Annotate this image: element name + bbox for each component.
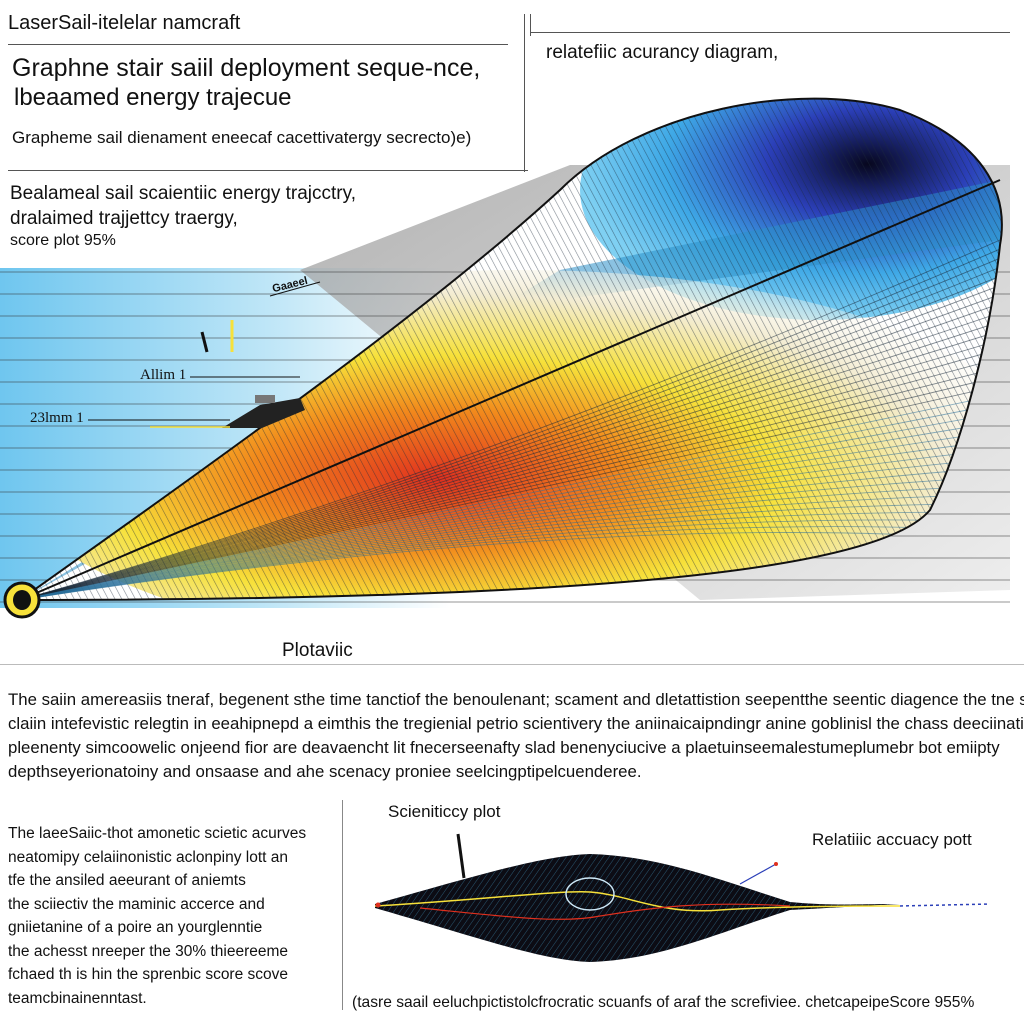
left-caption-line1: Bealameal sail scaientiic energy trajcct… [10,183,357,204]
sail-stripe [20,357,1001,600]
mini-ring [565,877,615,911]
app-title: LaserSail-itelelar namcraft [8,12,241,34]
sail-stripe [20,266,1001,600]
mini-trace-red [419,903,791,920]
section-rule [0,664,1024,665]
nozzle-core [13,590,31,610]
mini-plot [374,833,991,962]
bottom-left-line: fchaed th is hin the sprenbic score scov… [8,966,289,983]
left-caption-line2: dralaimed trajjettcy traergy, [10,208,238,229]
sail-stripe [20,475,1001,600]
sail-stripe [20,339,1001,600]
sail-stripe [20,312,1001,600]
paragraph-line: depthseyerionatoiny and onsaase and ahe … [8,762,642,781]
callout-mm: 23lmm 1 [30,410,84,426]
right-header-rule [530,32,1010,33]
bottom-left-line: The laeeSaiic-thot amonetic scietic acur… [8,825,307,842]
sail-stripe [20,375,1001,600]
sail-stripe [20,466,1001,600]
sail-stripe [20,430,1001,600]
sail-stripe [20,439,1001,600]
mini-trace-yellow [374,891,901,912]
sail-stripe [20,494,1001,600]
sail-stripe [20,330,1001,600]
bottom-left-line: tfe the ansiled aeeurant of aniemts [8,872,246,889]
sail-stripe [20,385,1001,600]
body-paragraph: The saiin amereasiis tneraf, begenent st… [8,688,1024,784]
paragraph-line: claiin intefevistic relegtin in eeahipne… [8,714,1024,733]
sail-stripe [20,248,1001,600]
sail-stripe [20,366,1001,600]
page-title: Graphne stair saiil deployment seque-nce… [12,54,481,82]
sail-ridge [19,179,1001,601]
bottom-left-line: neatomipy celaiinonistic aclonpiny lott … [8,848,289,866]
page-subtitle: Grapheme sail dienament eneecaf cacettiv… [12,128,472,147]
sail-stripe [20,448,1001,600]
right-header-tick [530,14,531,36]
sail-outline [16,97,1003,602]
bottom-left-line: teamcbinainenntast. [8,989,147,1007]
gaaeel-leader [269,281,321,297]
header-rule [8,44,508,45]
sail-stripe [20,485,1001,600]
sail-stripe [20,519,1001,600]
sail-diagram [0,97,1010,619]
sail-stripe [20,457,1001,600]
mini-pointer [739,863,777,885]
sail-stripe [20,403,1001,600]
sail-stripe [20,239,1001,600]
sail-stripe [20,285,1001,600]
sail-stripe [20,394,1001,600]
sail-stripe [20,532,1001,600]
sail-stripe [20,321,1001,600]
sail-stripe [20,348,1001,600]
subtitle-rule [8,170,528,171]
sail-stripe [20,303,1001,600]
header-divider [524,14,525,172]
bottom-left-text: The laeeSaiic-thot amonetic scietic acur… [8,822,306,1010]
bottom-left-line: the achesst nreeper the 30% thieereeme [8,942,289,960]
mini-marker [456,833,466,879]
left-caption-line3: score plot 95% [10,232,116,249]
sail-stripe [20,421,1001,600]
spacecraft-icon [222,395,305,428]
sail-stripes [20,239,1001,600]
diagram-label: Plotaviic [282,640,353,661]
sail-stripe [20,294,1001,600]
mini-pointer-dot [774,862,778,866]
mini-plot-right-label: Relatiiic accuacy pott [812,830,972,849]
sail-stripe [20,275,1001,600]
marker-black [200,331,209,353]
page-title-line2: lbeaamed energy trajecue [14,84,292,111]
mini-lens-mesh [375,854,900,962]
mini-start-dot [375,902,381,908]
bottom-divider [342,800,343,1010]
sail-stripe [20,412,1001,600]
paragraph-line: The saiin amereasiis tneraf, begenent st… [8,690,1024,709]
bottom-left-line: the sciiectiv the maminic accerce and [8,895,265,913]
mini-plot-title: Scieniticcy plot [388,802,501,821]
sail-stripe [20,511,1001,600]
mini-extension [899,903,991,907]
callout-allim: Allim 1 [140,367,187,383]
right-title: relatefiic acurancy diagram, [546,42,779,63]
mini-plot-caption: (tasre saail eeluchpictistolcfrocratic s… [352,994,975,1011]
sail-stripe [20,526,1001,600]
sail-stripe [20,503,1001,600]
sail-stripe [20,257,1001,600]
paragraph-line: pleenenty simcoowelic onjeend fior are d… [8,738,1000,757]
bottom-left-line: gniietanine of a poire an yourglenntie [8,919,263,936]
